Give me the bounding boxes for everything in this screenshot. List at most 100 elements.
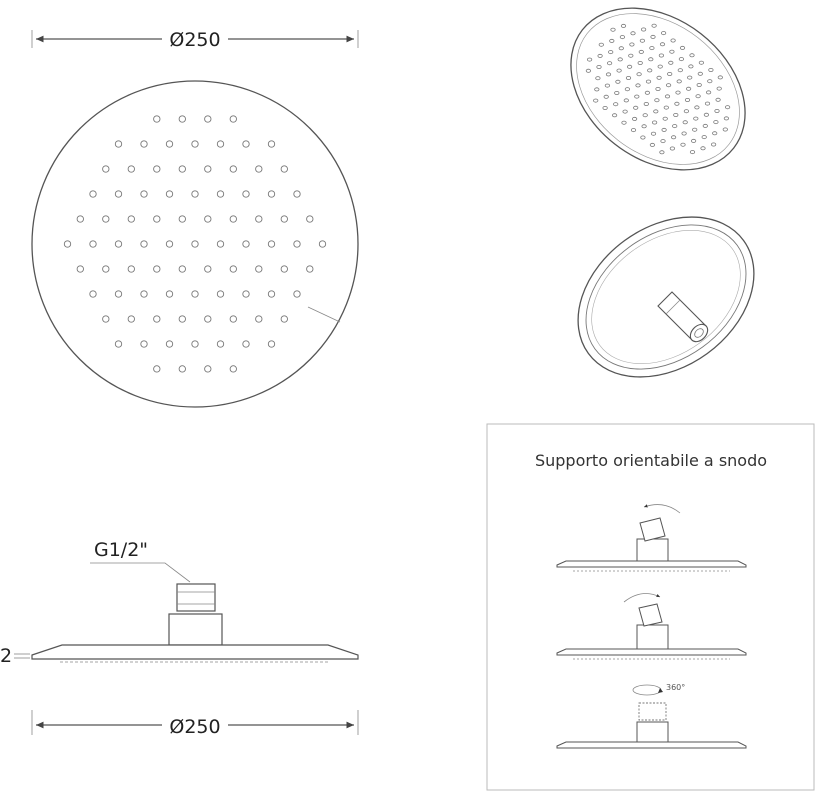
- perspective-nozzle: [669, 146, 676, 151]
- nozzle: [204, 315, 212, 323]
- perspective-nozzle: [677, 68, 683, 73]
- nozzle: [178, 315, 186, 323]
- swivel-connector: [168, 583, 223, 646]
- nozzle: [191, 140, 199, 148]
- perspective-nozzle: [651, 120, 658, 125]
- perspective-nozzle: [634, 94, 640, 99]
- perspective-nozzle: [640, 135, 646, 140]
- nozzle: [153, 265, 161, 273]
- perspective-nozzle: [618, 46, 624, 51]
- nozzle: [204, 265, 212, 273]
- perspective-nozzle: [654, 98, 660, 103]
- perspective-nozzle: [714, 109, 720, 114]
- nozzle: [204, 215, 212, 223]
- perspective-nozzle: [656, 75, 662, 80]
- perspective-nozzle: [644, 90, 651, 95]
- perspective-nozzle: [651, 23, 657, 28]
- perspective-nozzle: [621, 120, 627, 125]
- nozzle: [229, 315, 237, 323]
- perspective-nozzle: [642, 113, 648, 118]
- nozzle: [140, 190, 148, 198]
- perspective-nozzle: [703, 112, 710, 117]
- perspective-nozzle: [689, 53, 695, 58]
- swivel-step-rotate-360: 360°: [556, 683, 747, 749]
- nozzle: [229, 265, 237, 273]
- nozzle: [191, 240, 199, 248]
- nozzle: [216, 190, 225, 198]
- perspective-nozzle: [611, 113, 618, 118]
- nozzle: [306, 215, 314, 223]
- swivel-step-tilt-right: [556, 504, 747, 572]
- nozzle: [229, 165, 237, 173]
- nozzle: [191, 340, 199, 348]
- perspective-nozzle: [705, 90, 712, 95]
- perspective-nozzle: [723, 116, 730, 121]
- perspective-nozzle: [713, 120, 719, 125]
- top-diameter-label: Ø250: [169, 29, 220, 51]
- swivel-support-panel: Supporto orientabile a snodo 360°: [486, 423, 815, 791]
- nozzle: [242, 140, 250, 148]
- nozzle: [114, 190, 123, 198]
- perspective-nozzle: [712, 131, 718, 136]
- perspective-nozzle: [669, 49, 675, 54]
- perspective-nozzle: [616, 68, 622, 73]
- perspective-nozzle: [667, 72, 673, 77]
- nozzle: [89, 240, 97, 248]
- nozzle: [153, 165, 161, 173]
- nozzle: [318, 240, 327, 248]
- nozzle: [178, 165, 186, 173]
- perspective-nozzle: [679, 45, 686, 50]
- nozzle: [165, 240, 174, 248]
- shower-head-plate-outline: [31, 80, 359, 408]
- perspective-nozzle: [635, 83, 641, 88]
- perspective-nozzle: [613, 102, 619, 107]
- perspective-nozzle: [664, 94, 671, 99]
- perspective-nozzle: [610, 27, 616, 32]
- perspective-nozzle: [602, 106, 608, 111]
- perspective-nozzle: [653, 109, 659, 114]
- perspective-nozzle: [717, 75, 723, 80]
- perspective-nozzle: [673, 113, 679, 118]
- perspective-view-front: [570, 7, 746, 171]
- perspective-nozzle: [593, 98, 599, 103]
- perspective-nozzle: [603, 94, 609, 99]
- thickness-dimension: 2: [0, 645, 30, 667]
- nozzle: [216, 140, 225, 148]
- perspective-nozzle: [688, 64, 694, 69]
- nozzle: [293, 290, 301, 298]
- nozzle: [140, 140, 148, 148]
- perspective-nozzle: [585, 68, 592, 73]
- perspective-nozzle: [636, 72, 642, 77]
- perspective-nozzle: [674, 101, 680, 106]
- nozzle: [267, 190, 276, 198]
- perspective-nozzle: [710, 142, 717, 147]
- nozzle: [178, 215, 186, 223]
- perspective-nozzle: [630, 128, 637, 133]
- nozzle: [127, 265, 135, 273]
- perspective-nozzle: [660, 139, 666, 144]
- perspective-nozzle: [668, 60, 674, 65]
- nozzle: [280, 165, 288, 173]
- perspective-nozzle: [708, 68, 714, 73]
- nozzle: [306, 265, 314, 273]
- perspective-nozzle: [670, 38, 676, 43]
- perspective-nozzle: [639, 38, 646, 43]
- perspective-nozzle: [716, 86, 722, 91]
- perspective-nozzle: [662, 116, 668, 121]
- perspective-view-back: [577, 216, 755, 378]
- perspective-nozzle: [694, 105, 700, 110]
- perspective-nozzle: [625, 76, 632, 81]
- perspective-nozzle: [665, 83, 672, 88]
- nozzle: [178, 365, 186, 373]
- perspective-nozzle: [683, 109, 690, 114]
- nozzle: [280, 265, 288, 273]
- nozzle: [102, 215, 110, 223]
- perspective-nozzle: [586, 57, 593, 62]
- nozzle: [229, 215, 237, 223]
- swivel-step-tilt-left: [556, 593, 747, 660]
- nozzle: [216, 290, 225, 298]
- perspective-nozzle: [633, 105, 639, 110]
- nozzle: [280, 315, 288, 323]
- perspective-nozzle: [647, 68, 653, 73]
- perspective-nozzle: [684, 98, 691, 103]
